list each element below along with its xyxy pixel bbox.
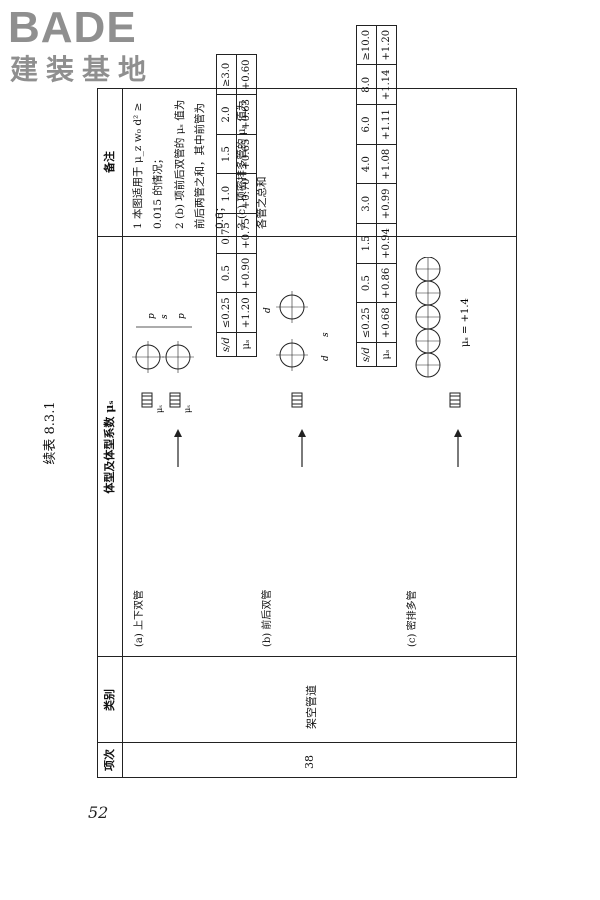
dimension-p: p	[177, 313, 187, 319]
pipe-icon	[415, 257, 441, 378]
mu-cell: +0.99	[376, 183, 397, 224]
mu-cell: +1.08	[376, 144, 397, 184]
header-item: 项次	[103, 749, 116, 771]
sd-cell: 0.5	[216, 253, 237, 293]
mu-label: μₛ	[183, 405, 192, 413]
col-divider	[98, 236, 516, 237]
pipe-icon	[132, 341, 194, 373]
row-label-mu: μₛ	[376, 342, 397, 367]
dimension-s: s	[321, 332, 331, 337]
table-caption: 续表 8.3.1	[43, 401, 58, 465]
section-c-mu: μₛ = +1.4	[460, 298, 471, 347]
header-body: 体型及体型系数 μₛ	[103, 400, 116, 494]
logo: BADE 建装基地	[8, 4, 178, 88]
note-3: 3 (c) 项密排多管的 μₛ 值为各管之总和	[236, 100, 268, 229]
mu-cell: +0.86	[376, 263, 397, 303]
rotated-page: 续表 8.3.1 项次 类别 体型及体型系数 μₛ 备注 38 架空管道 (a)…	[43, 25, 517, 778]
dimension-p: p	[147, 313, 157, 319]
dimension-s: s	[160, 314, 170, 319]
sd-cell: ≥10.0	[356, 25, 377, 65]
header-category: 类别	[103, 689, 116, 711]
col-divider	[98, 742, 516, 743]
row-label-sd: s/d	[356, 342, 377, 367]
mu-cell: +1.11	[376, 104, 397, 145]
sd-cell: 8.0	[356, 65, 377, 105]
mu-cell: +0.90	[236, 253, 257, 293]
notes-column: 1 本图适用于 μ_z w₀ d² ≥ 0.015 的情况； 2 (b) 项前后…	[128, 99, 274, 229]
wind-arrow-icon	[454, 429, 462, 467]
category-label: 架空管道	[305, 685, 318, 729]
section-a-diagram: μₛ μₛ p s p	[132, 313, 194, 467]
dimension-d: d	[263, 307, 273, 313]
section-c-diagram: μₛ = +1.4	[415, 257, 471, 467]
pressure-gauge-icon	[291, 392, 303, 408]
pressure-gauge-icon	[449, 392, 461, 408]
sd-cell: 0.5	[356, 263, 377, 303]
sd-cell: ≤0.25	[216, 292, 237, 333]
row-label-mu: μₛ	[236, 332, 257, 357]
wind-arrow-icon	[174, 429, 182, 467]
section-b-diagram: s d d	[263, 291, 331, 467]
mu-cell: +0.60	[236, 55, 257, 95]
pipe-icon	[276, 291, 308, 371]
dimension-d: d	[321, 355, 331, 361]
note-1: 1 本图适用于 μ_z w₀ d² ≥ 0.015 的情况；	[132, 102, 164, 229]
logo-brand-cn: 建装基地	[10, 53, 155, 86]
mu-cell: +0.68	[376, 302, 397, 343]
coefficient-table: 项次 类别 体型及体型系数 μₛ 备注 38 架空管道 (a) 上下双管 μₛ …	[97, 25, 517, 778]
section-c-title: (c) 密排多管	[407, 590, 418, 647]
section-a-title: (a) 上下双管	[134, 590, 145, 647]
mu-cell: +1.20	[236, 292, 257, 333]
note-2: 2 (b) 项前后双管的 μₛ 值为前后两管之和，其中前管为 0.6；	[174, 99, 226, 229]
sd-cell: ≤0.25	[356, 302, 377, 343]
page-number: 52	[88, 803, 109, 822]
logo-brand: BADE	[8, 3, 137, 52]
row-label-sd: s/d	[216, 332, 237, 357]
mu-cell: +0.94	[376, 223, 397, 264]
sd-cell: 4.0	[356, 144, 377, 184]
wind-arrow-icon	[298, 429, 306, 467]
mu-cell: +1.20	[376, 25, 397, 65]
pressure-gauge-icon	[141, 392, 181, 408]
col-divider	[98, 656, 516, 657]
sd-cell: 1.5	[356, 223, 377, 264]
section-b-title: (b) 前后双管	[262, 589, 273, 647]
mu-cell: +1.14	[376, 65, 397, 105]
sd-cell: ≥3.0	[216, 55, 237, 95]
item-number: 38	[303, 755, 316, 769]
sd-cell: 3.0	[356, 183, 377, 224]
sd-cell: 6.0	[356, 104, 377, 145]
mu-label: μₛ	[155, 405, 164, 413]
header-notes: 备注	[103, 151, 116, 173]
